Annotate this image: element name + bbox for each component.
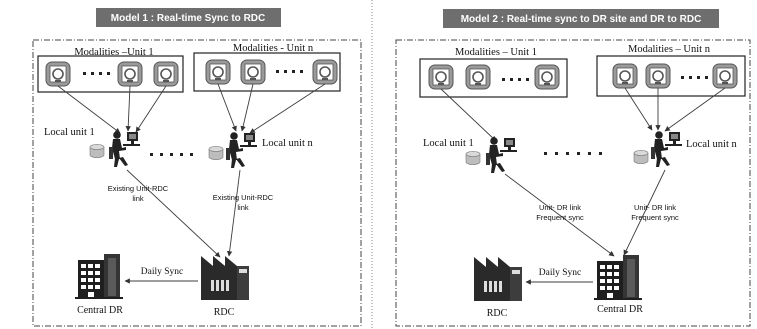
model1-node-right: RDC — [214, 307, 235, 318]
model1-group-left-label: Modalities –Unit 1 — [74, 47, 153, 58]
model2-link-right-line1: Unit- DR link — [634, 203, 676, 212]
modality-scanner-icon — [428, 64, 454, 90]
model1-link-right-line1: Existing Unit-RDC — [213, 193, 274, 202]
model1-link-right-line2: link — [237, 203, 249, 212]
modality-scanner-icon — [534, 64, 560, 90]
model2-group-right-label: Modalities – Unit n — [628, 44, 711, 55]
modality-scanner-icon — [645, 63, 671, 89]
operator-workstation-icon — [486, 137, 517, 173]
modality-scanner-icon — [465, 64, 491, 90]
model2-node-right: Central DR — [597, 304, 643, 315]
model2-modality-links — [440, 87, 726, 142]
database-icon — [89, 144, 105, 158]
factory-building-icon — [201, 256, 249, 300]
office-building-icon — [75, 254, 123, 299]
model1-modality-links — [57, 83, 326, 134]
model2-title: Model 2 : Real-time sync to DR site and … — [461, 14, 702, 25]
model1-node-left: Central DR — [77, 305, 123, 316]
factory-building-icon — [474, 257, 522, 301]
model2-link-right-line2: Frequent sync — [631, 213, 679, 222]
office-building-icon — [594, 255, 642, 300]
ellipsis-icon — [544, 152, 602, 155]
model2-local-right: Local unit n — [686, 139, 737, 150]
modality-scanner-icon — [240, 59, 266, 85]
model1-local-left: Local unit 1 — [44, 127, 95, 138]
model2-modality-group-left — [419, 58, 568, 98]
database-icon — [208, 146, 224, 160]
model1-modality-group-left — [37, 55, 184, 93]
model2-sync-label: Daily Sync — [539, 268, 581, 278]
model1-local-right: Local unit n — [262, 138, 313, 149]
model1-group-right-label: Modalities - Unit n — [233, 43, 314, 54]
model1-link-left-line2: link — [132, 194, 144, 203]
modality-scanner-icon — [45, 61, 71, 87]
operator-workstation-icon — [109, 131, 140, 167]
modality-scanner-icon — [117, 61, 143, 87]
model2-title-bar — [443, 9, 719, 28]
model1-panel: Model 1 : Real-time Sync to RDC Modaliti… — [32, 8, 362, 327]
modality-scanner-icon — [612, 63, 638, 89]
model2-local-left: Local unit 1 — [423, 138, 474, 149]
modality-scanner-icon — [205, 59, 231, 85]
model2-modality-group-right — [596, 55, 746, 97]
modality-scanner-icon — [712, 63, 738, 89]
model2-group-left-label: Modalities – Unit 1 — [455, 47, 537, 58]
ellipsis-icon — [502, 76, 708, 81]
model2-link-left-line2: Frequent sync — [536, 213, 584, 222]
operator-workstation-icon — [226, 132, 257, 168]
model1-frame — [32, 39, 362, 327]
model2-frame — [395, 39, 751, 327]
model2-unit-dr-links — [504, 169, 666, 257]
model1-title-bar — [96, 8, 281, 27]
model2-node-left: RDC — [487, 308, 508, 319]
modality-scanner-icon — [312, 59, 338, 85]
database-icon — [633, 150, 649, 164]
model1-unit-rdc-links — [126, 169, 241, 258]
model2-panel: Model 2 : Real-time sync to DR site and … — [395, 9, 751, 327]
model1-modality-group-right — [193, 52, 341, 92]
ellipsis-icon — [150, 153, 193, 156]
database-icon — [465, 151, 481, 165]
ellipsis-icon — [83, 70, 303, 75]
model1-link-left-line1: Existing Unit-RDC — [108, 184, 169, 193]
model2-link-left-line1: Unit- DR link — [539, 203, 581, 212]
operator-workstation-icon — [651, 131, 682, 167]
model1-sync-label: Daily Sync — [141, 267, 183, 277]
modality-scanner-icon — [153, 61, 179, 87]
model1-title: Model 1 : Real-time Sync to RDC — [111, 13, 265, 24]
